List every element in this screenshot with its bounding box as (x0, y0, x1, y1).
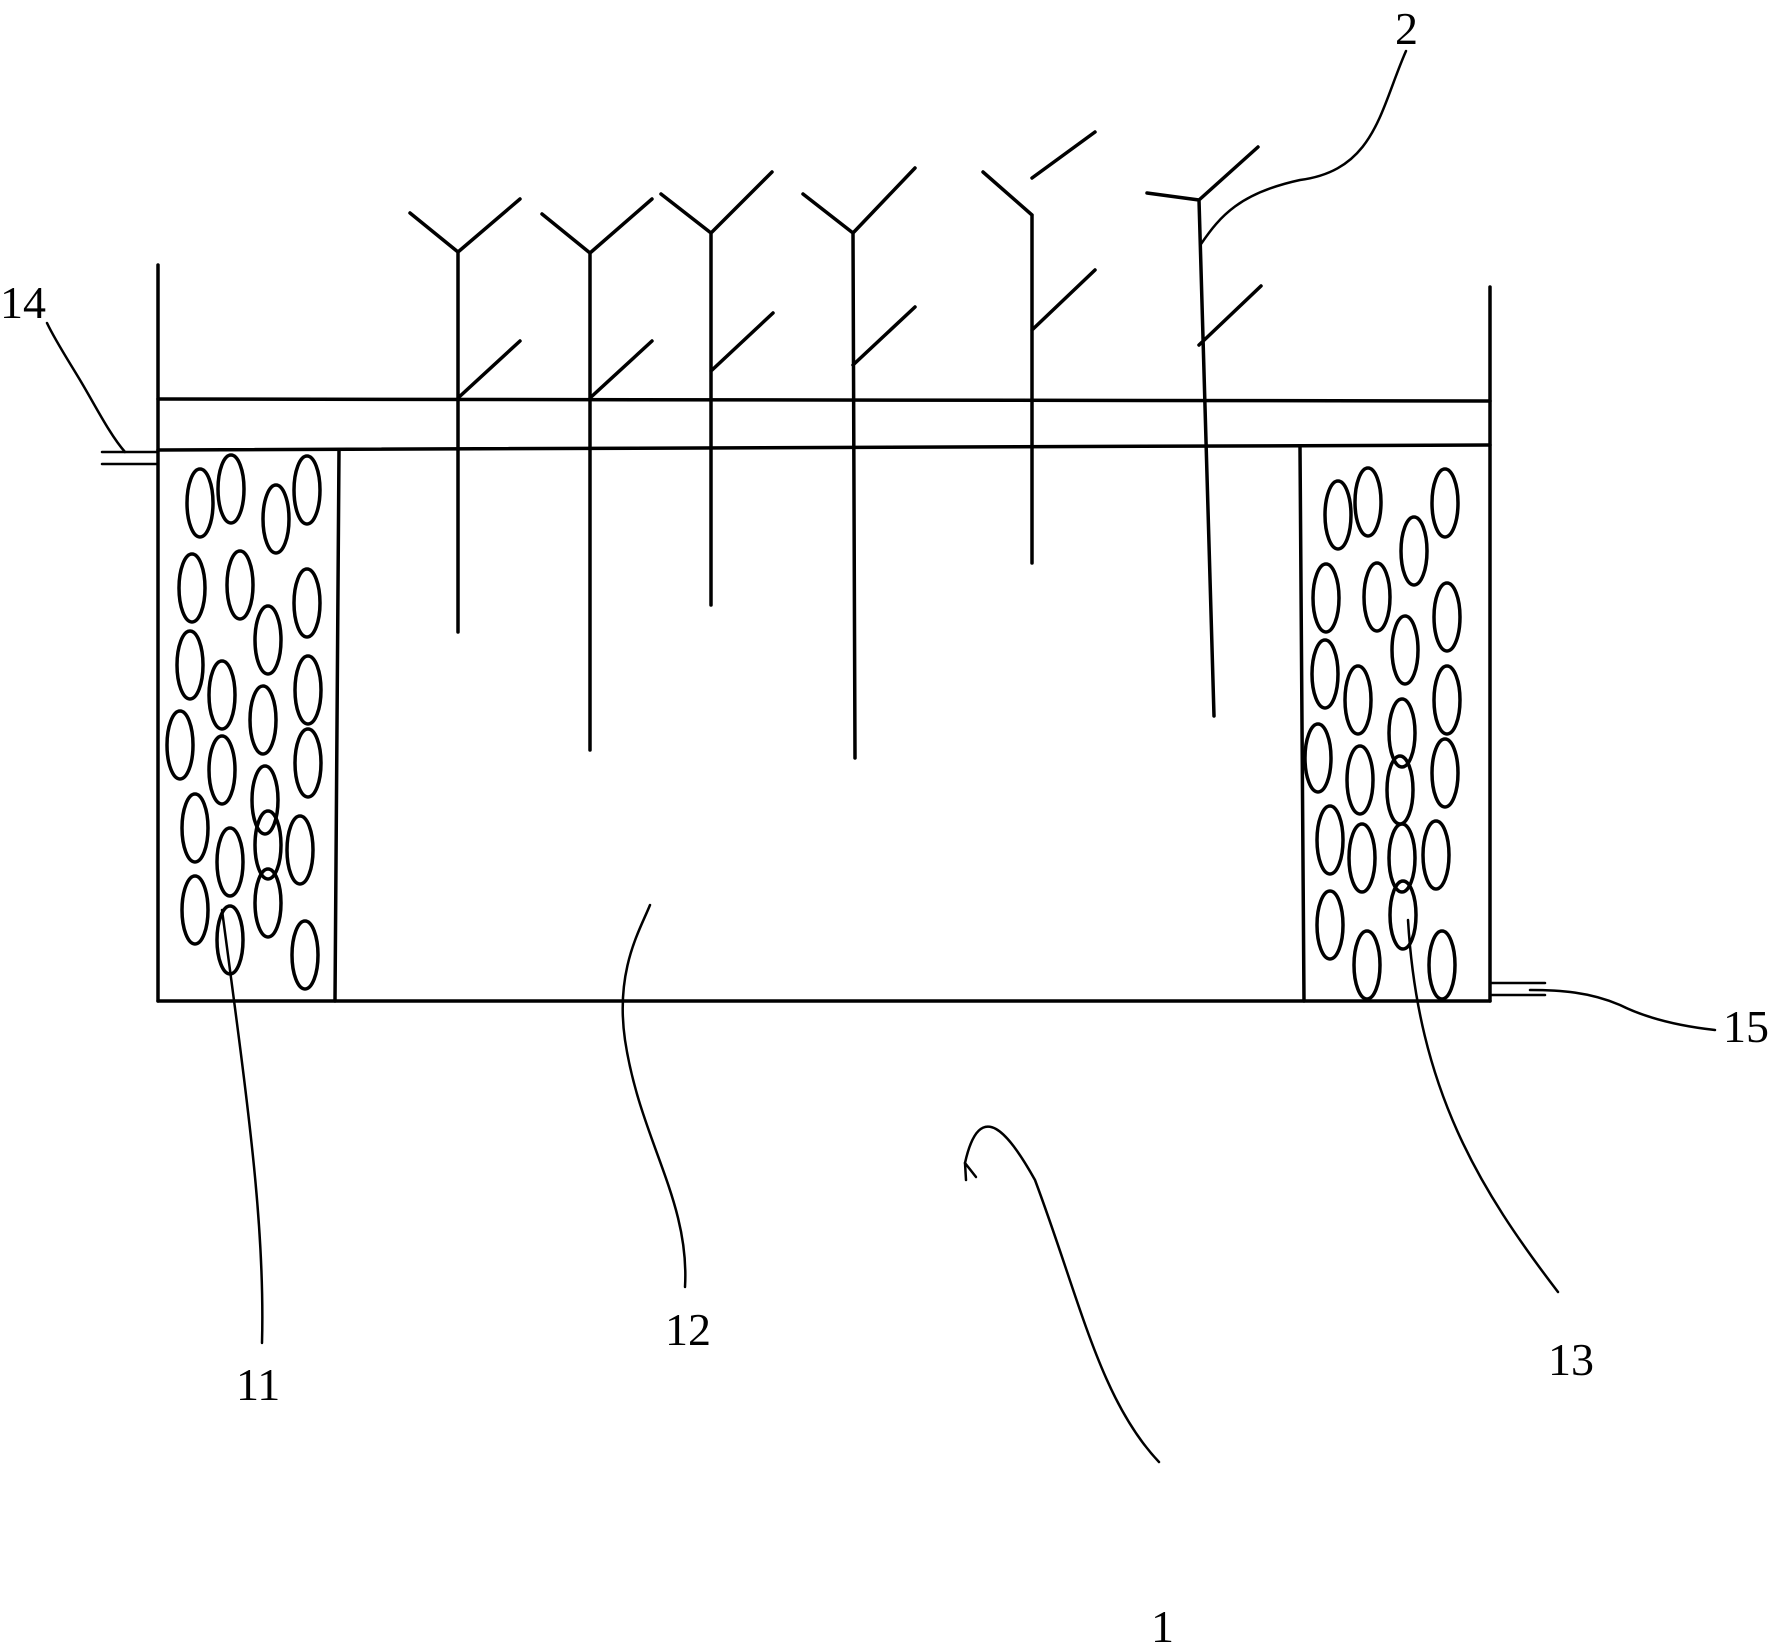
gravel-pebble (1430, 467, 1460, 539)
label-14: 14 (0, 277, 46, 328)
gravel-pebble (292, 567, 322, 639)
leader-14 (45, 321, 127, 454)
gravel-pebble (207, 659, 237, 731)
inlet-zone-divider (333, 448, 341, 1003)
leader-13 (1406, 918, 1560, 1294)
gravel-pebble (1362, 561, 1392, 633)
gravel-pebble (1352, 929, 1382, 1001)
gravel-pebble (180, 874, 210, 946)
reference-labels: 1 2 11 12 13 14 15 (0, 3, 1769, 1645)
gravel-pebble (253, 867, 283, 939)
gravel-pebble (1343, 664, 1373, 736)
label-15: 15 (1723, 1001, 1769, 1052)
outlet-pipe (1488, 981, 1547, 997)
gravel-pebble (1315, 889, 1345, 961)
leader-2 (1199, 49, 1408, 246)
leader-lines (45, 49, 1717, 1464)
gravel-pebble (248, 684, 278, 756)
gravel-pebble (292, 454, 322, 526)
gravel-pebble (1432, 664, 1462, 736)
gravel-pebble (175, 629, 205, 701)
gravel-pebble (185, 467, 215, 539)
gravel-pebble (1311, 562, 1341, 634)
gravel-pebble (1323, 479, 1353, 551)
substrate-top-line (156, 397, 1492, 403)
gravel-pebble (180, 792, 210, 864)
label-2: 2 (1395, 3, 1418, 54)
outlet-gravel-zone (1303, 466, 1462, 1001)
plant-1 (408, 197, 522, 634)
gravel-pebble (1303, 722, 1333, 794)
plant-2 (540, 197, 654, 752)
leader-1-arrow (963, 1161, 978, 1182)
leader-1 (963, 1125, 1161, 1464)
gravel-pebble (177, 552, 207, 624)
gravel-pebble (1432, 581, 1462, 653)
gravel-pebble (293, 727, 323, 799)
label-13: 13 (1548, 1334, 1594, 1385)
gravel-pebble (285, 814, 315, 886)
gravel-pebble (1315, 804, 1345, 876)
leader-12 (621, 903, 687, 1289)
gravel-pebble (215, 826, 245, 898)
plant-3 (659, 170, 775, 607)
label-11: 11 (236, 1359, 280, 1410)
plant-4 (801, 166, 917, 760)
plant-6 (1145, 145, 1263, 718)
leader-15 (1528, 988, 1717, 1032)
gravel-pebble (1421, 819, 1451, 891)
tank-body (156, 263, 1492, 1003)
gravel-pebble (1399, 515, 1429, 587)
gravel-pebble (261, 483, 291, 555)
gravel-pebble (1388, 879, 1418, 951)
substrate-bottom-line (156, 443, 1492, 452)
gravel-pebble (253, 809, 283, 881)
gravel-pebble (1430, 737, 1460, 809)
gravel-pebble (250, 764, 280, 836)
gravel-pebble (1387, 822, 1417, 894)
inlet-pipe (100, 450, 160, 466)
gravel-pebble (1310, 638, 1340, 710)
inlet-gravel-zone (165, 453, 323, 991)
gravel-pebble (293, 654, 323, 726)
gravel-pebble (1353, 466, 1383, 538)
leader-11 (220, 908, 264, 1345)
gravel-pebble (1347, 822, 1377, 894)
gravel-pebble (1427, 929, 1457, 1001)
gravel-pebble (207, 734, 237, 806)
gravel-pebble (1387, 697, 1417, 769)
gravel-pebble (165, 709, 195, 781)
gravel-pebble (1390, 614, 1420, 686)
gravel-pebble (216, 453, 246, 525)
plants (408, 130, 1263, 760)
label-1: 1 (1151, 1601, 1174, 1645)
plant-5 (981, 130, 1097, 565)
gravel-pebble (253, 604, 283, 676)
gravel-pebble (225, 549, 255, 621)
outlet-zone-divider (1298, 445, 1306, 1003)
label-12: 12 (665, 1304, 711, 1355)
gravel-pebble (1345, 744, 1375, 816)
gravel-pebble (290, 919, 320, 991)
